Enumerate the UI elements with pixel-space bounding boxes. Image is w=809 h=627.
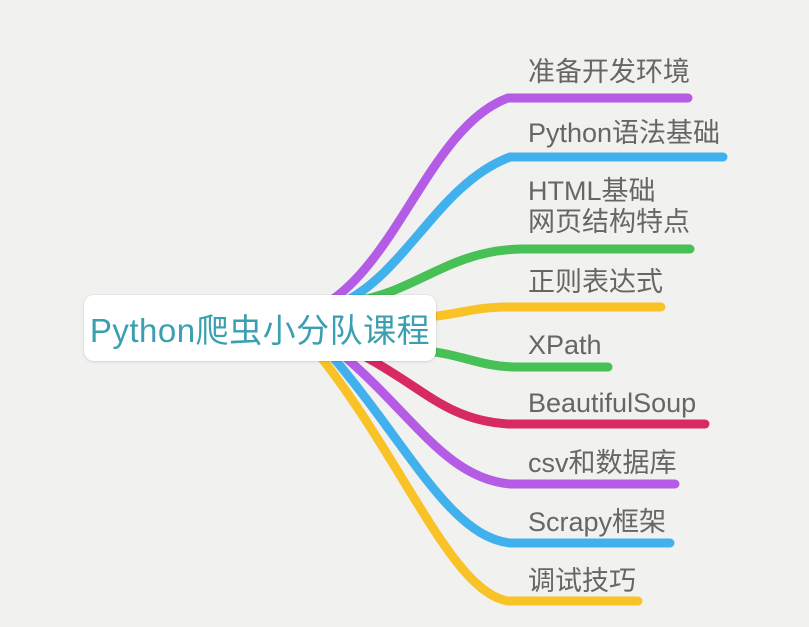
branch-curve-prepare-env — [321, 93, 693, 309]
branch-label-text: HTML基础 — [528, 176, 656, 206]
branch-label-scrapy[interactable]: Scrapy框架 — [528, 507, 666, 538]
branch-label-text: BeautifulSoup — [528, 388, 697, 418]
branch-curve-python-syntax — [335, 152, 728, 309]
branch-label-xpath[interactable]: XPath — [528, 330, 602, 361]
branch-label-text: 网页结构特点 — [528, 207, 690, 237]
branch-label-text: csv和数据库 — [528, 448, 677, 478]
root-node[interactable]: Python爬虫小分队课程 — [84, 295, 436, 361]
branch-label-text: 正则表达式 — [528, 267, 663, 297]
branch-label-csv-db[interactable]: csv和数据库 — [528, 448, 677, 479]
branch-label-text: 调试技巧 — [528, 566, 636, 596]
branch-label-beautifulsoup[interactable]: BeautifulSoup — [528, 388, 696, 419]
branch-curve-beautifulsoup — [359, 351, 710, 429]
branch-label-text: XPath — [528, 330, 602, 360]
branch-curve-regex — [415, 302, 666, 323]
branch-curve-csv-db — [339, 351, 680, 489]
branch-curve-scrapy — [327, 351, 675, 548]
branch-label-regex[interactable]: 正则表达式 — [528, 267, 663, 298]
branch-label-prepare-env[interactable]: 准备开发环境 — [528, 57, 690, 88]
branch-label-html-basics[interactable]: HTML基础 网页结构特点 — [528, 176, 690, 238]
root-node-label: Python爬虫小分队课程 — [89, 312, 431, 349]
branch-label-text: Python语法基础 — [528, 118, 721, 148]
branch-label-text: 准备开发环境 — [528, 57, 690, 87]
branch-curve-html-basics — [357, 244, 695, 305]
branch-label-debug[interactable]: 调试技巧 — [528, 566, 636, 597]
branch-label-text: Scrapy框架 — [528, 507, 667, 537]
branch-curve-debug — [315, 351, 643, 606]
branch-label-python-syntax[interactable]: Python语法基础 — [528, 118, 720, 149]
